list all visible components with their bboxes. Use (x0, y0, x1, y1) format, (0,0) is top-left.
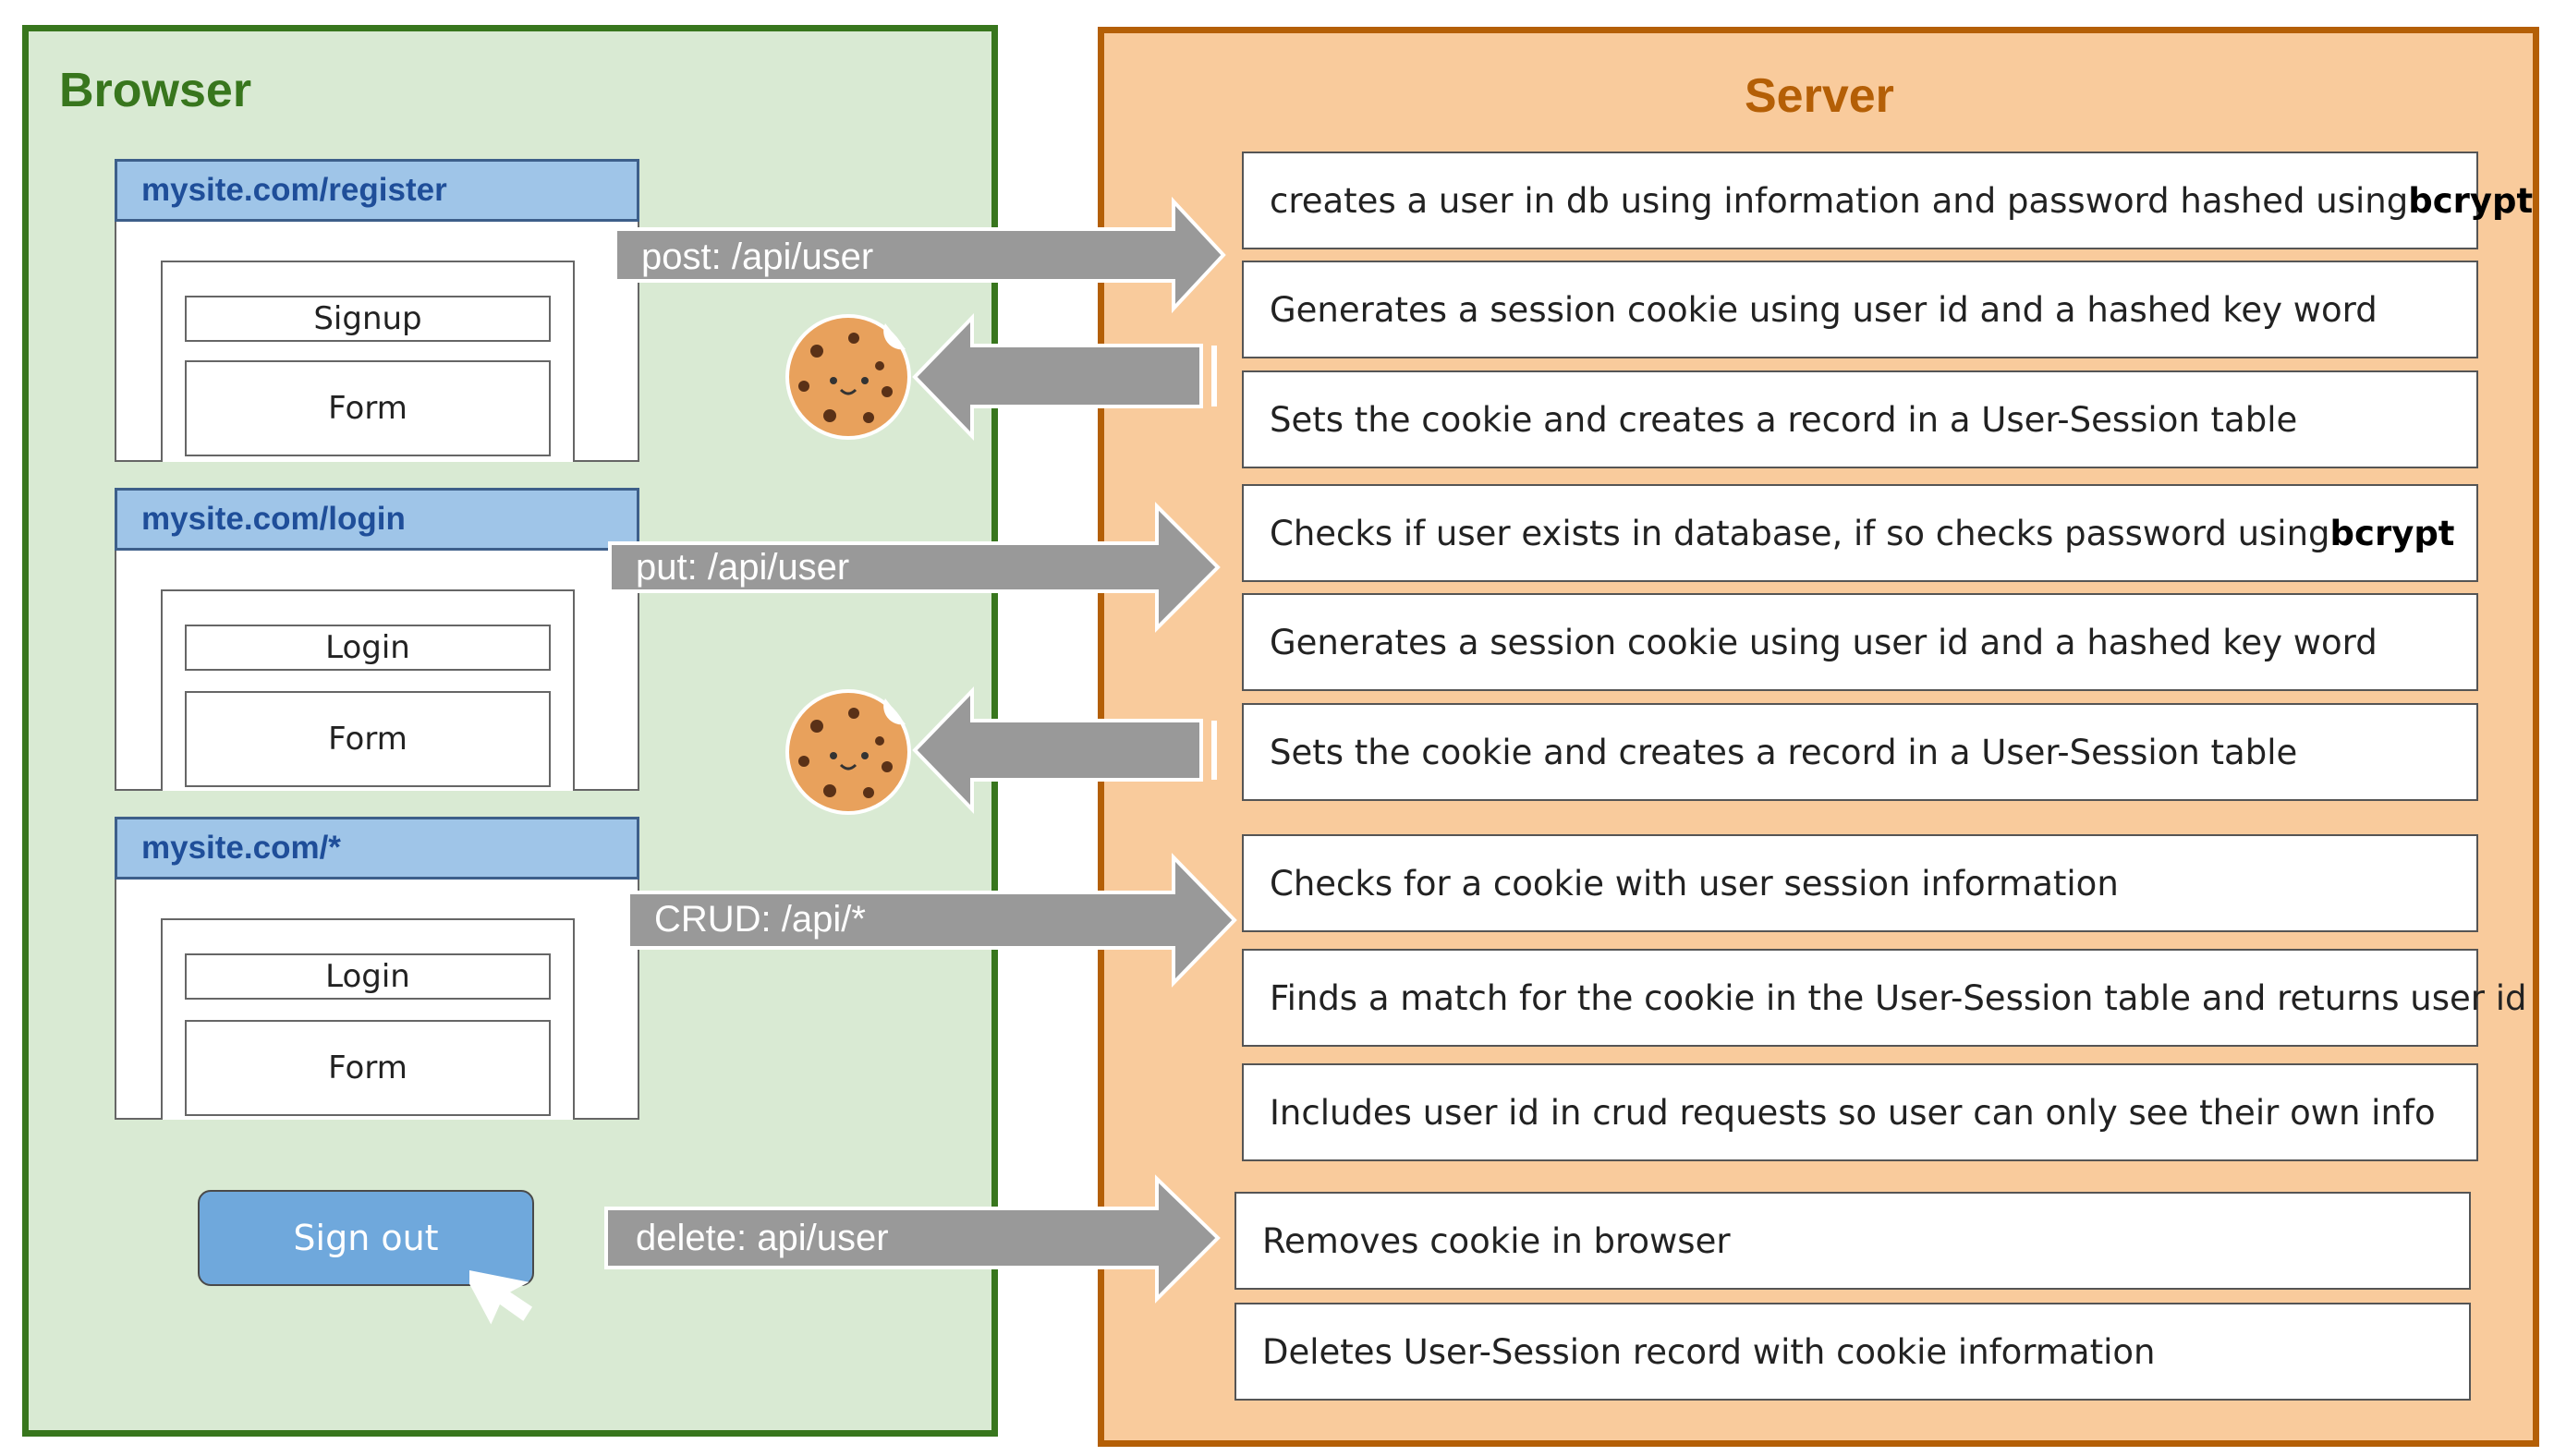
signup-field: Signup (185, 296, 551, 342)
bcrypt-keyword: bcrypt (2408, 180, 2534, 221)
server-step-generate-cookie: Generates a session cookie using user id… (1242, 261, 2478, 358)
register-form-field: Form (185, 360, 551, 456)
put-request-label: put: /api/user (636, 547, 850, 588)
server-title: Server (1745, 69, 1894, 123)
server-step-create-user: creates a user in db using information a… (1242, 152, 2533, 249)
mouse-pointer-icon (469, 1268, 533, 1325)
login-url-bar: mysite.com/login (115, 488, 639, 551)
cookie-icon (785, 689, 911, 815)
delete-request-label: delete: api/user (636, 1218, 889, 1258)
bcrypt-keyword: bcrypt (2329, 513, 2455, 553)
server-step-check-cookie: Checks for a cookie with user session in… (1242, 834, 2478, 932)
server-step-set-cookie-login: Sets the cookie and creates a record in … (1242, 703, 2478, 801)
server-step-find-match: Finds a match for the cookie in the User… (1242, 949, 2527, 1047)
login-form-field: Form (185, 691, 551, 787)
server-step-set-cookie: Sets the cookie and creates a record in … (1242, 370, 2478, 468)
server-step-generate-cookie-login: Generates a session cookie using user id… (1242, 593, 2478, 691)
delete-request-arrow (604, 1174, 1221, 1304)
register-cookie-response-arrow (912, 313, 1203, 441)
browser-title: Browser (59, 64, 252, 117)
server-step-remove-cookie: Removes cookie in browser (1234, 1192, 2471, 1290)
server-step-delete-session: Deletes User-Session record with cookie … (1234, 1303, 2471, 1401)
server-step-include-user-id: Includes user id in crud requests so use… (1242, 1063, 2478, 1161)
crud-request-arrow (626, 853, 1237, 988)
crud-request-label: CRUD: /api/* (654, 899, 866, 940)
site-url-bar: mysite.com/* (115, 817, 639, 880)
server-step-check-user: Checks if user exists in database, if so… (1242, 484, 2478, 582)
sign-out-button[interactable]: Sign out (198, 1190, 534, 1286)
site-login-field: Login (185, 953, 551, 1000)
site-form-field: Form (185, 1020, 551, 1116)
put-request-arrow (608, 502, 1221, 633)
login-field: Login (185, 625, 551, 671)
login-cookie-response-arrow (912, 686, 1203, 814)
register-url-bar: mysite.com/register (115, 159, 639, 222)
post-request-label: post: /api/user (641, 237, 874, 277)
cookie-icon (785, 314, 911, 440)
post-request-arrow (614, 196, 1226, 314)
